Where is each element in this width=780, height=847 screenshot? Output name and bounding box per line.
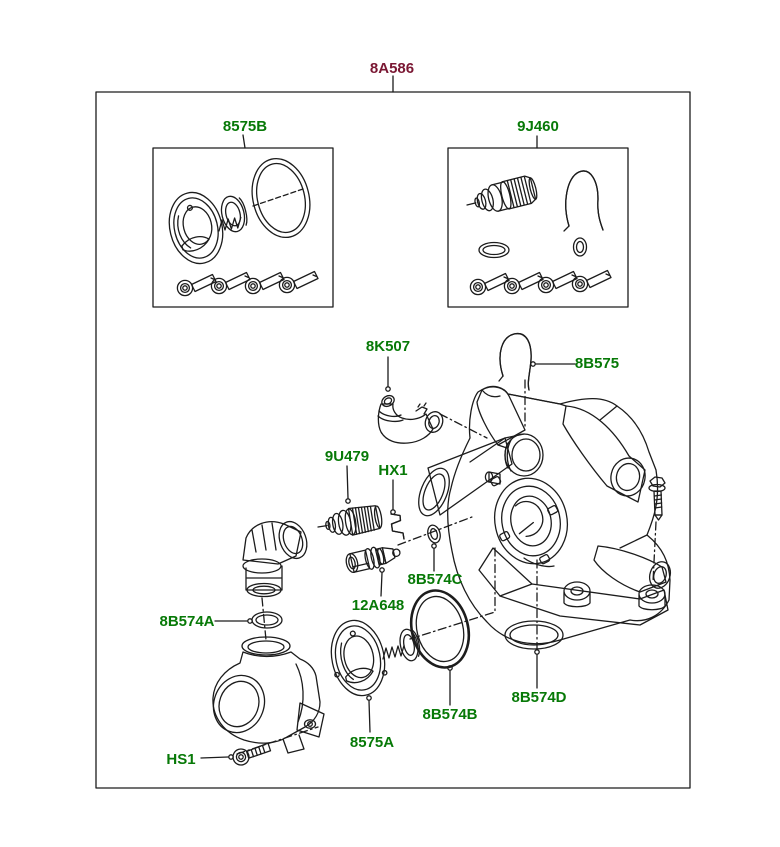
part-label-9u479: 9U479 (324, 448, 370, 465)
kit-box-8575b (152, 134, 334, 308)
retaining-clip-drawing (498, 332, 532, 391)
bolt-hs1-drawing (232, 742, 272, 766)
oring-right-drawing (504, 620, 564, 650)
part-label-12a648: 12A648 (351, 597, 405, 614)
oring-small-drawing (427, 524, 441, 544)
kit-oring-medium-drawing (478, 241, 510, 259)
assembly-label: 8A586 (369, 60, 415, 77)
kit-clip-drawing (563, 170, 604, 232)
assembly-frame (95, 75, 691, 789)
part-label-8b574d: 8B574D (511, 689, 567, 706)
kit-bolts-9j460 (469, 269, 612, 296)
part-label-hx1: HX1 (378, 462, 408, 479)
part-label-8k507: 8K507 (365, 338, 411, 355)
part-label-9j460: 9J460 (517, 118, 559, 135)
part-label-8b574a: 8B574A (159, 613, 215, 630)
kit-bolts-8575b (176, 270, 319, 297)
outlet-connector-drawing (377, 394, 444, 444)
oring-flat-drawing (251, 611, 283, 629)
clip-small-drawing (390, 513, 405, 540)
kit-sensor-drawing (466, 175, 538, 212)
sensor-upper-drawing (317, 505, 383, 536)
part-label-8575a: 8575A (349, 734, 395, 751)
construction-lines (236, 379, 657, 755)
part-label-8b574c: 8B574C (407, 571, 463, 588)
kit-thermostat-drawing (168, 191, 248, 265)
part-label-8b575: 8B575 (574, 355, 620, 372)
thermostat-housing-drawing (418, 385, 672, 645)
part-label-8575b: 8575B (222, 118, 268, 135)
part-label-8b574b: 8B574B (422, 706, 478, 723)
outlet-housing-drawing (212, 636, 325, 754)
kit-box-9j460 (447, 135, 629, 308)
leader-lines (200, 356, 576, 760)
kit-oring-small-drawing (572, 237, 588, 257)
seal-large-drawing (409, 589, 471, 669)
part-label-hs1: HS1 (166, 751, 196, 768)
elbow-pipe-drawing (242, 520, 308, 598)
kit-oring-drawing (251, 157, 311, 239)
thermostat-drawing (330, 619, 421, 697)
temp-sensor-drawing (345, 546, 401, 573)
